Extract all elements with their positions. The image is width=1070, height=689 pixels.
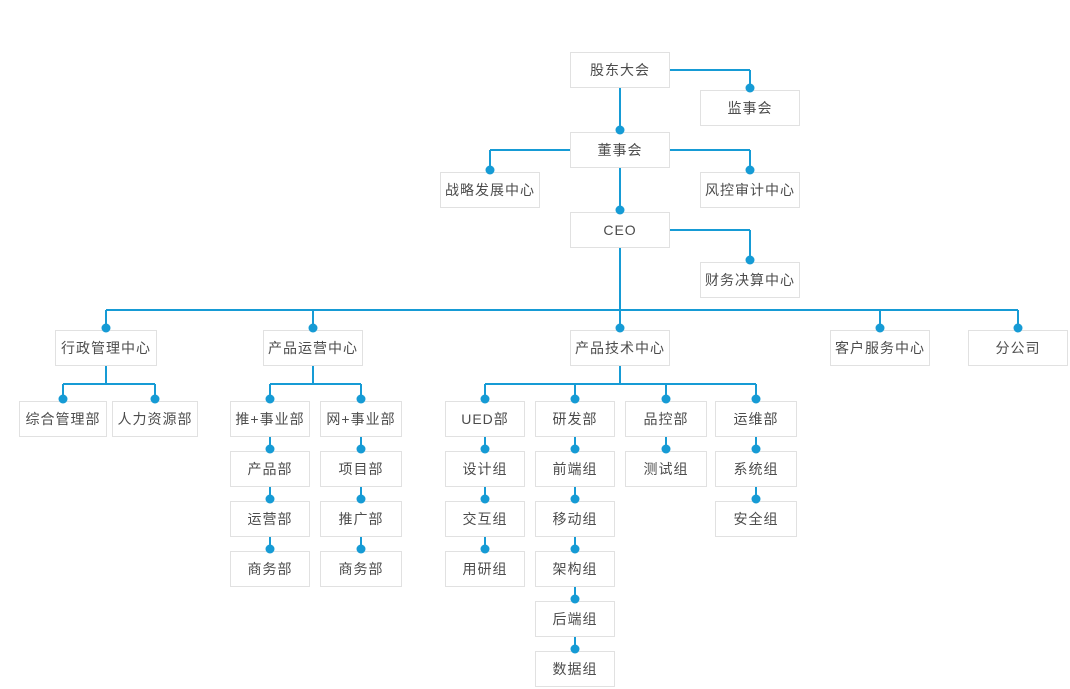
org-node-operation_dept[interactable]: 运营部 bbox=[230, 501, 310, 537]
org-node-business_dept_b[interactable]: 商务部 bbox=[320, 551, 402, 587]
org-node-label: UED部 bbox=[461, 411, 509, 427]
org-node-label: 安全组 bbox=[733, 511, 779, 527]
org-node-label: 产品技术中心 bbox=[575, 340, 665, 356]
org-node-label: 运营部 bbox=[247, 511, 293, 527]
org-node-label: 运维部 bbox=[733, 411, 779, 427]
org-node-rd_dept[interactable]: 研发部 bbox=[535, 401, 615, 437]
org-node-board[interactable]: 董事会 bbox=[570, 132, 670, 168]
org-node-label: 用研组 bbox=[462, 561, 508, 577]
org-node-tui_division[interactable]: 推+事业部 bbox=[230, 401, 310, 437]
org-node-wang_division[interactable]: 网+事业部 bbox=[320, 401, 402, 437]
org-node-label: 交互组 bbox=[462, 511, 508, 527]
org-node-ceo[interactable]: CEO bbox=[570, 212, 670, 248]
org-node-label: 战略发展中心 bbox=[445, 182, 535, 198]
org-node-label: 数据组 bbox=[552, 661, 598, 677]
org-node-label: 前端组 bbox=[552, 461, 598, 477]
org-node-system_group[interactable]: 系统组 bbox=[715, 451, 797, 487]
org-node-label: 财务决算中心 bbox=[705, 272, 795, 288]
org-node-design_group[interactable]: 设计组 bbox=[445, 451, 525, 487]
org-node-project_dept[interactable]: 项目部 bbox=[320, 451, 402, 487]
org-node-label: 设计组 bbox=[462, 461, 508, 477]
org-node-label: 商务部 bbox=[247, 561, 293, 577]
org-node-security_group[interactable]: 安全组 bbox=[715, 501, 797, 537]
org-node-branch[interactable]: 分公司 bbox=[968, 330, 1068, 366]
org-node-finance_center[interactable]: 财务决算中心 bbox=[700, 262, 800, 298]
org-node-label: 推广部 bbox=[338, 511, 384, 527]
org-node-label: 架构组 bbox=[552, 561, 598, 577]
org-node-label: 移动组 bbox=[552, 511, 598, 527]
org-node-tech_center[interactable]: 产品技术中心 bbox=[570, 330, 670, 366]
org-node-supervisory[interactable]: 监事会 bbox=[700, 90, 800, 126]
org-node-mobile_group[interactable]: 移动组 bbox=[535, 501, 615, 537]
org-node-label: 测试组 bbox=[643, 461, 689, 477]
org-node-label: 产品部 bbox=[247, 461, 293, 477]
org-node-product_dept[interactable]: 产品部 bbox=[230, 451, 310, 487]
org-node-label: 客户服务中心 bbox=[835, 340, 925, 356]
org-node-label: 后端组 bbox=[552, 611, 598, 627]
org-node-label: 风控审计中心 bbox=[705, 182, 795, 198]
org-node-test_group[interactable]: 测试组 bbox=[625, 451, 707, 487]
org-node-frontend_group[interactable]: 前端组 bbox=[535, 451, 615, 487]
org-node-label: 人力资源部 bbox=[117, 411, 193, 427]
org-node-business_dept_a[interactable]: 商务部 bbox=[230, 551, 310, 587]
org-node-data_group[interactable]: 数据组 bbox=[535, 651, 615, 687]
org-node-backend_group[interactable]: 后端组 bbox=[535, 601, 615, 637]
org-node-label: 品控部 bbox=[643, 411, 689, 427]
org-node-interaction_group[interactable]: 交互组 bbox=[445, 501, 525, 537]
org-node-label: CEO bbox=[603, 222, 637, 238]
org-node-label: 综合管理部 bbox=[25, 411, 101, 427]
org-node-promotion_dept[interactable]: 推广部 bbox=[320, 501, 402, 537]
org-node-label: 董事会 bbox=[597, 142, 643, 158]
org-node-arch_group[interactable]: 架构组 bbox=[535, 551, 615, 587]
org-node-ops_center[interactable]: 产品运营中心 bbox=[263, 330, 363, 366]
org-node-om_dept[interactable]: 运维部 bbox=[715, 401, 797, 437]
org-node-ued_dept[interactable]: UED部 bbox=[445, 401, 525, 437]
org-node-label: 监事会 bbox=[727, 100, 773, 116]
org-node-cs_center[interactable]: 客户服务中心 bbox=[830, 330, 930, 366]
org-node-label: 项目部 bbox=[338, 461, 384, 477]
org-node-research_group[interactable]: 用研组 bbox=[445, 551, 525, 587]
org-node-hr_dept[interactable]: 人力资源部 bbox=[112, 401, 198, 437]
org-node-shareholders[interactable]: 股东大会 bbox=[570, 52, 670, 88]
org-node-label: 行政管理中心 bbox=[61, 340, 151, 356]
org-node-qc_dept[interactable]: 品控部 bbox=[625, 401, 707, 437]
org-node-label: 产品运营中心 bbox=[268, 340, 358, 356]
org-node-risk_audit_center[interactable]: 风控审计中心 bbox=[700, 172, 800, 208]
org-node-label: 系统组 bbox=[733, 461, 779, 477]
org-node-admin_center[interactable]: 行政管理中心 bbox=[55, 330, 157, 366]
org-node-label: 股东大会 bbox=[590, 62, 650, 78]
org-node-strategy_center[interactable]: 战略发展中心 bbox=[440, 172, 540, 208]
org-node-general_mgmt[interactable]: 综合管理部 bbox=[19, 401, 107, 437]
org-node-label: 商务部 bbox=[338, 561, 384, 577]
org-node-label: 推+事业部 bbox=[235, 411, 305, 427]
org-node-label: 研发部 bbox=[552, 411, 598, 427]
org-node-label: 网+事业部 bbox=[326, 411, 396, 427]
org-node-label: 分公司 bbox=[995, 340, 1041, 356]
